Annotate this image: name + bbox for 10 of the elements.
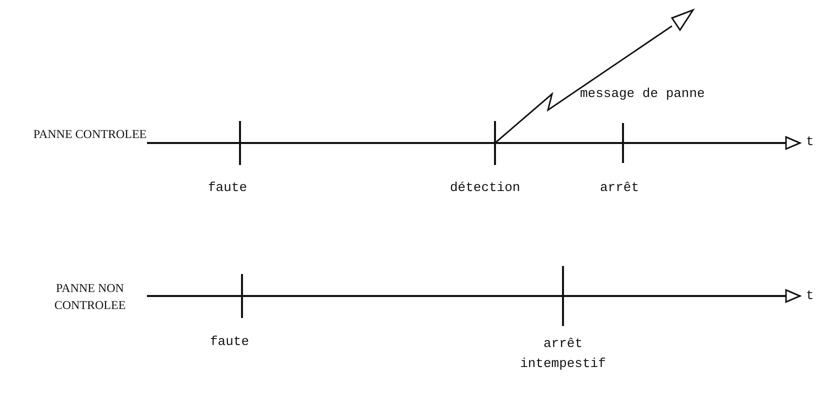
event-label: faute: [208, 180, 248, 195]
event-label: faute: [210, 334, 250, 349]
event-label: arrêt intempestif: [519, 335, 607, 373]
signal-label: message de panne: [580, 86, 705, 101]
axis-label: t: [806, 288, 814, 303]
row-label: PANNE NON CONTROLEE: [53, 280, 127, 314]
event-label: détection: [450, 180, 520, 195]
row-label: PANNE CONTROLEE: [32, 126, 148, 143]
event-label: arrêt: [600, 180, 640, 195]
axis-label: t: [806, 134, 814, 149]
